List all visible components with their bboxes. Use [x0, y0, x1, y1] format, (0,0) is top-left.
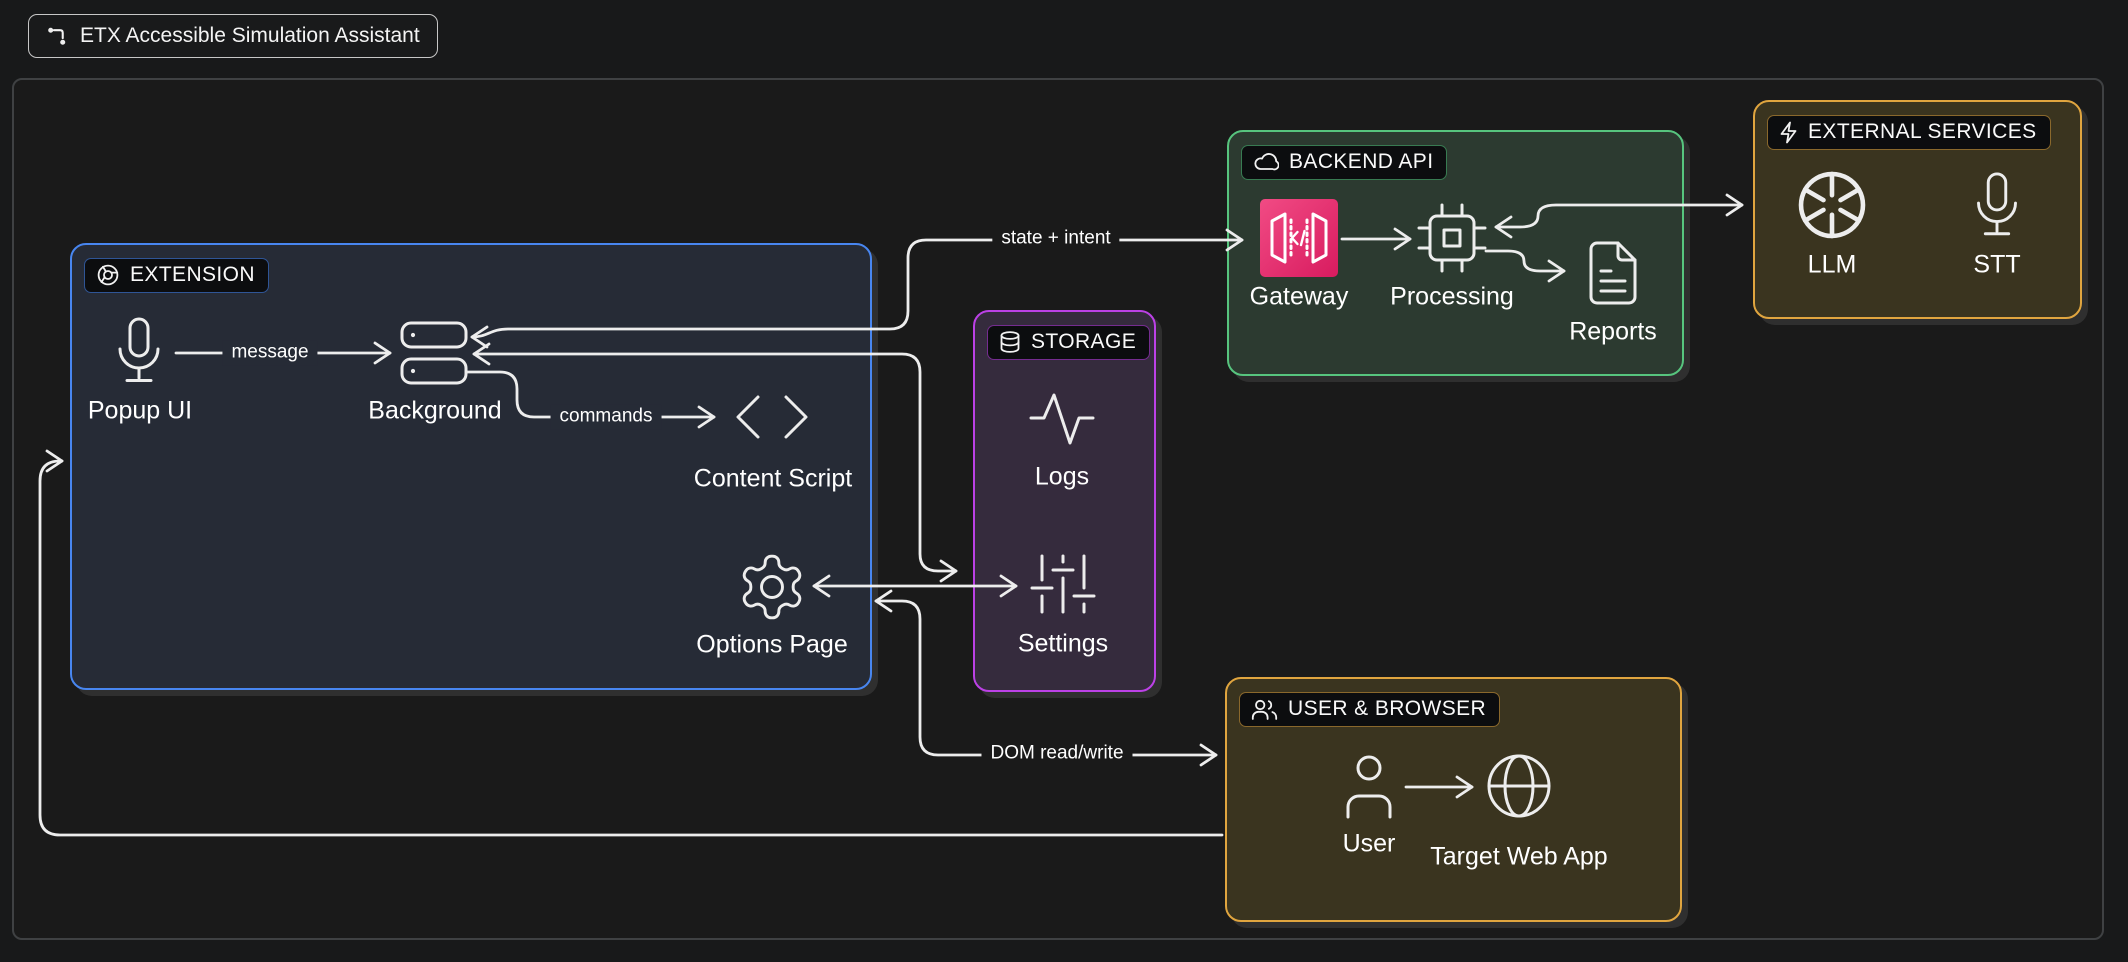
- api-gateway-icon: [1260, 199, 1338, 277]
- zap-icon: [1779, 121, 1798, 144]
- microphone-icon: [1973, 171, 2021, 243]
- server-icon: [400, 321, 468, 385]
- globe-icon: [1486, 753, 1552, 819]
- cloud-icon: [1253, 152, 1279, 172]
- group-user-browser: USER & BROWSER: [1225, 677, 1682, 922]
- group-external-services-label: EXTERNAL SERVICES: [1808, 120, 2037, 143]
- edge-label-message: message: [222, 340, 318, 366]
- microphone-icon: [116, 316, 162, 390]
- node-logs-label: Logs: [1034, 462, 1090, 491]
- node-stt-label: STT: [1973, 250, 2021, 279]
- group-storage-label: STORAGE: [1031, 330, 1137, 353]
- node-reports-label: Reports: [1569, 317, 1657, 346]
- node-settings-label: Settings: [1017, 629, 1109, 658]
- node-options-page-label: Options Page: [696, 630, 848, 659]
- diagram-title-chip: ETX Accessible Simulation Assistant: [28, 14, 438, 58]
- edge-label-dom-read-write: DOM read/write: [981, 741, 1133, 767]
- group-storage-badge: STORAGE: [987, 325, 1151, 360]
- page-title: ETX Accessible Simulation Assistant: [80, 24, 420, 47]
- sliders-icon: [1030, 554, 1096, 614]
- code-icon: [735, 394, 809, 440]
- group-external-services-badge: EXTERNAL SERVICES: [1767, 115, 2051, 150]
- group-external-services: EXTERNAL SERVICES: [1753, 100, 2082, 319]
- node-gateway-label: Gateway: [1249, 282, 1349, 311]
- group-user-browser-label: USER & BROWSER: [1288, 697, 1487, 720]
- node-popup-ui-label: Popup UI: [87, 396, 193, 425]
- chrome-icon: [96, 263, 120, 287]
- users-icon: [1251, 698, 1278, 721]
- database-icon: [999, 330, 1021, 354]
- group-backend-api-label: BACKEND API: [1289, 150, 1434, 173]
- gear-icon: [735, 550, 809, 624]
- node-target-web-app-label: Target Web App: [1430, 842, 1608, 871]
- person-icon: [1344, 755, 1394, 819]
- edge-label-state-intent: state + intent: [992, 226, 1120, 252]
- group-extension-badge: EXTENSION: [84, 258, 269, 293]
- openai-icon: [1795, 168, 1869, 242]
- group-backend-api-badge: BACKEND API: [1241, 145, 1448, 180]
- group-user-browser-badge: USER & BROWSER: [1239, 692, 1501, 727]
- cpu-icon: [1415, 201, 1489, 275]
- node-llm-label: LLM: [1807, 250, 1857, 279]
- file-text-icon: [1587, 241, 1639, 305]
- flow-elbow-icon: [46, 25, 69, 48]
- group-extension-label: EXTENSION: [130, 263, 255, 286]
- edge-label-commands: commands: [550, 404, 662, 430]
- node-content-script-label: Content Script: [693, 464, 853, 493]
- activity-icon: [1029, 388, 1095, 450]
- node-background-label: Background: [368, 396, 502, 425]
- node-user-label: User: [1342, 829, 1396, 858]
- node-processing-label: Processing: [1390, 282, 1514, 311]
